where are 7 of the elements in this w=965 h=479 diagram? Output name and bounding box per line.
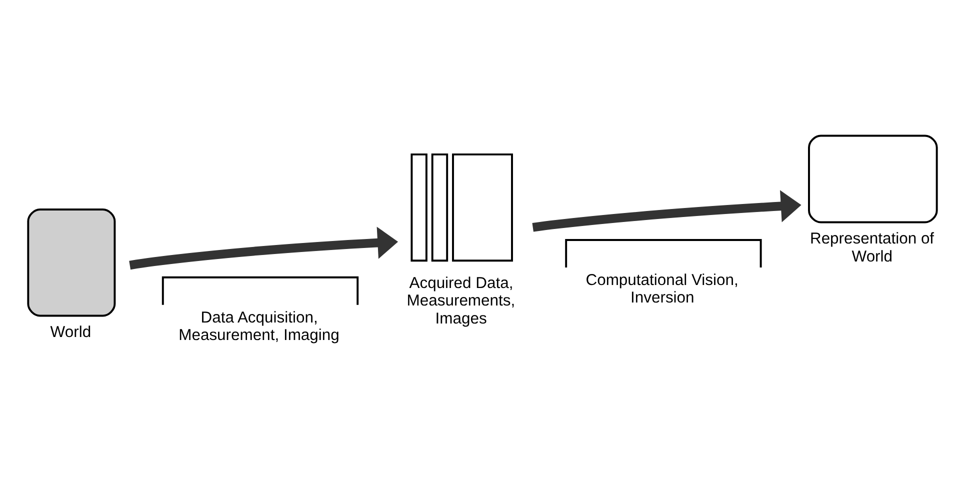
arrow — [532, 190, 802, 232]
node-label: World — [50, 324, 92, 342]
label: Computational Vision, Inversion — [586, 272, 738, 307]
node-label: Acquired Data, Measurements, Images — [406, 274, 516, 328]
label: Data Acquisition, Measurement, Imaging — [178, 309, 340, 344]
arrow — [129, 226, 398, 270]
node-label: Representation of World — [810, 230, 934, 266]
